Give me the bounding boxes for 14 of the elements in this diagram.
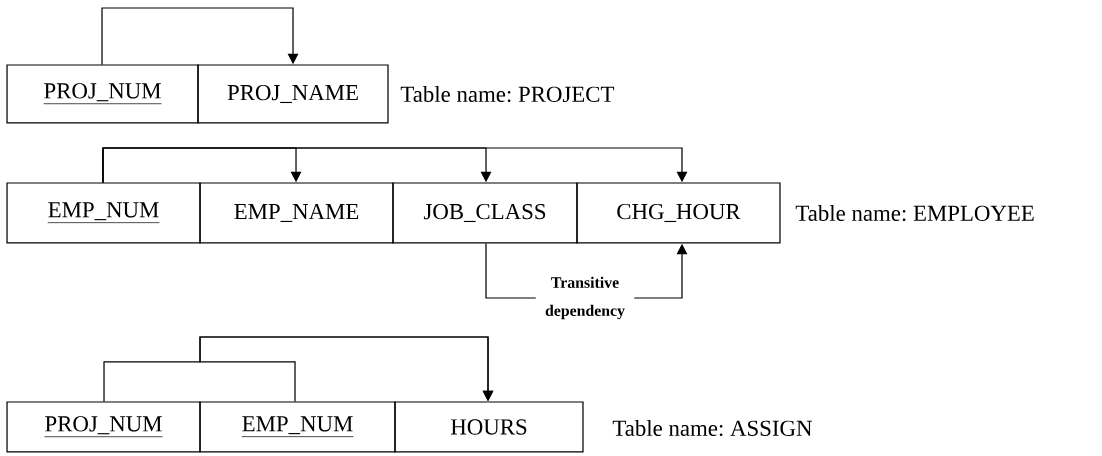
edge-label: Transitive dependency — [535, 275, 635, 321]
table-name: Table name: ASSIGN — [612, 419, 812, 437]
table-cell: JOB_CLASS — [392, 182, 578, 244]
arrow — [101, 7, 299, 65]
table-cell: HOURS — [394, 401, 584, 453]
table-cell: CHG_HOUR — [576, 182, 781, 244]
table-cell: EMP_NUM — [6, 182, 201, 244]
table-cell: EMP_NAME — [199, 182, 394, 244]
table-cell: EMP_NUM — [199, 401, 396, 453]
arrow — [102, 147, 688, 183]
table-cell: PROJ_NUM — [6, 401, 201, 453]
table-cell: PROJ_NUM — [6, 64, 199, 124]
table-cell: PROJ_NAME — [197, 64, 389, 124]
arrow — [199, 336, 494, 402]
